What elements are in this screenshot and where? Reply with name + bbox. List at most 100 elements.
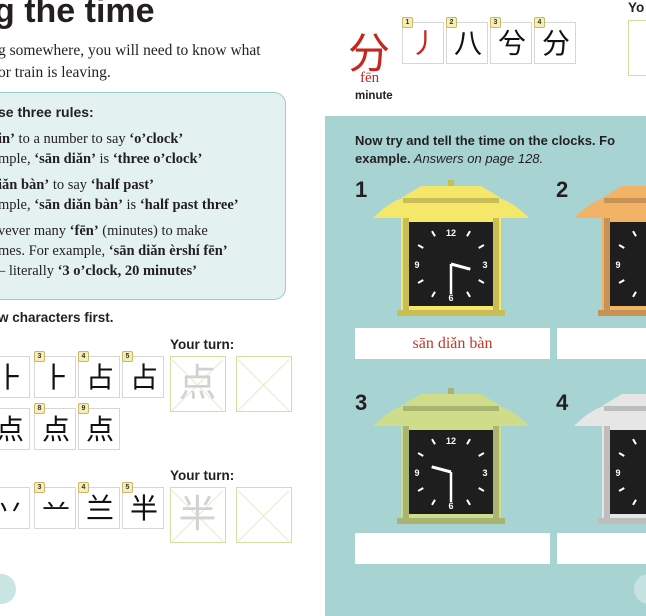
pagoda-base	[598, 518, 646, 524]
hour-tick	[466, 499, 471, 506]
rules-heading: se three rules:	[0, 104, 94, 120]
hour-tick	[632, 438, 637, 445]
roof-band	[604, 198, 646, 203]
clock-digit: 9	[414, 468, 419, 478]
new-characters-label: w characters first.	[0, 310, 114, 325]
fen-pinyin: fēn	[360, 70, 380, 86]
roof-top	[401, 394, 501, 406]
hour-tick	[618, 244, 625, 249]
pagoda-pillar	[403, 218, 409, 312]
rule-2-line-2: mple, ‘sān diǎn bàn’ is ‘half past three…	[0, 197, 239, 213]
fen-meaning: minute	[355, 90, 393, 102]
answer-box-1[interactable]: sān diǎn bàn	[355, 328, 550, 359]
pagoda-clock-1: 12 3 6 9	[373, 180, 529, 316]
answer-box-3[interactable]	[355, 533, 550, 564]
answer-box-2[interactable]	[557, 328, 646, 359]
hour-tick	[618, 279, 625, 284]
clock-digit: 6	[448, 293, 453, 303]
practice-box-dian[interactable]	[236, 356, 292, 412]
clock-digit: 12	[446, 436, 456, 446]
pagoda-pillar	[493, 426, 499, 520]
roof-band	[604, 406, 646, 411]
roof-top	[602, 394, 646, 406]
hour-tick	[431, 499, 436, 506]
hour-tick	[466, 291, 471, 298]
fen-character: 分	[348, 29, 391, 78]
trace-box-dian[interactable]: 点	[170, 356, 226, 412]
intro-line-1: g somewhere, you will need to know what	[0, 42, 261, 59]
hour-tick	[431, 438, 436, 445]
hour-tick	[417, 487, 424, 492]
hour-tick	[632, 291, 637, 298]
clock-digit: 3	[482, 260, 487, 270]
hour-tick	[632, 499, 637, 506]
roof-finial	[448, 388, 454, 394]
hour-tick	[466, 438, 471, 445]
hour-tick	[466, 230, 471, 237]
page-tab-right	[634, 574, 646, 604]
rules-box	[0, 92, 286, 300]
clock-face	[610, 430, 646, 514]
clock-digit: 3	[482, 468, 487, 478]
hour-tick	[632, 230, 637, 237]
page-title: g the time	[0, 0, 155, 30]
roof-top	[602, 186, 646, 198]
intro-line-2: or train is leaving.	[0, 64, 111, 81]
clock-digit: 9	[414, 260, 419, 270]
trace-box-fen[interactable]	[628, 20, 646, 76]
clock-number: 3	[355, 390, 368, 415]
pagoda-base	[397, 518, 505, 524]
pagoda-pillar	[604, 218, 610, 312]
answer-box-4[interactable]	[557, 533, 646, 564]
hour-tick	[478, 487, 485, 492]
clock-digit: 12	[446, 228, 456, 238]
clock-number: 4	[556, 390, 569, 415]
hour-tick	[417, 244, 424, 249]
your-turn-label-cut: Yo	[628, 0, 645, 15]
hour-tick	[478, 244, 485, 249]
trace-box-ban[interactable]: 半	[170, 487, 226, 543]
clock-face	[610, 222, 646, 306]
roof-finial	[448, 180, 454, 186]
pagoda-pillar	[493, 218, 499, 312]
hour-hand	[431, 465, 452, 474]
practice-box-ban[interactable]	[236, 487, 292, 543]
clock-number: 1	[355, 177, 368, 202]
hour-hand	[450, 262, 471, 271]
dian-stroke-step: 点	[0, 408, 30, 450]
dian-stroke-step: ⺊	[0, 356, 30, 398]
dian-stroke-step: 3⺊	[34, 351, 76, 398]
page-tab-left	[0, 574, 16, 604]
rule-3-line-2: mes. For example, ‘sān diǎn èrshí fēn’	[0, 243, 228, 259]
rule-1-line-1: in’ to a number to say ‘o’clock’	[0, 131, 184, 147]
instruction-line-1: Now try and tell the time on the clocks.…	[355, 133, 616, 148]
rule-3-line-3: – literally ‘3 o’clock, 20 minutes’	[0, 263, 197, 279]
hour-tick	[618, 452, 625, 457]
pagoda-base	[397, 310, 505, 316]
ban-stroke-step: 丷	[0, 487, 30, 529]
clock-digit: 9	[615, 260, 620, 270]
rule-2-line-1: iǎn bàn’ to say ‘half past’	[0, 177, 154, 193]
hour-tick	[417, 452, 424, 457]
hour-tick	[478, 452, 485, 457]
pagoda-pillar	[403, 426, 409, 520]
instruction-line-2: example. Answers on page 128.	[355, 151, 544, 166]
pagoda-base	[598, 310, 646, 316]
roof-band	[403, 406, 499, 411]
pagoda-pillar	[604, 426, 610, 520]
hour-tick	[618, 487, 625, 492]
rule-1-line-2: mple, ‘sān diǎn’ is ‘three o’clock’	[0, 151, 203, 167]
